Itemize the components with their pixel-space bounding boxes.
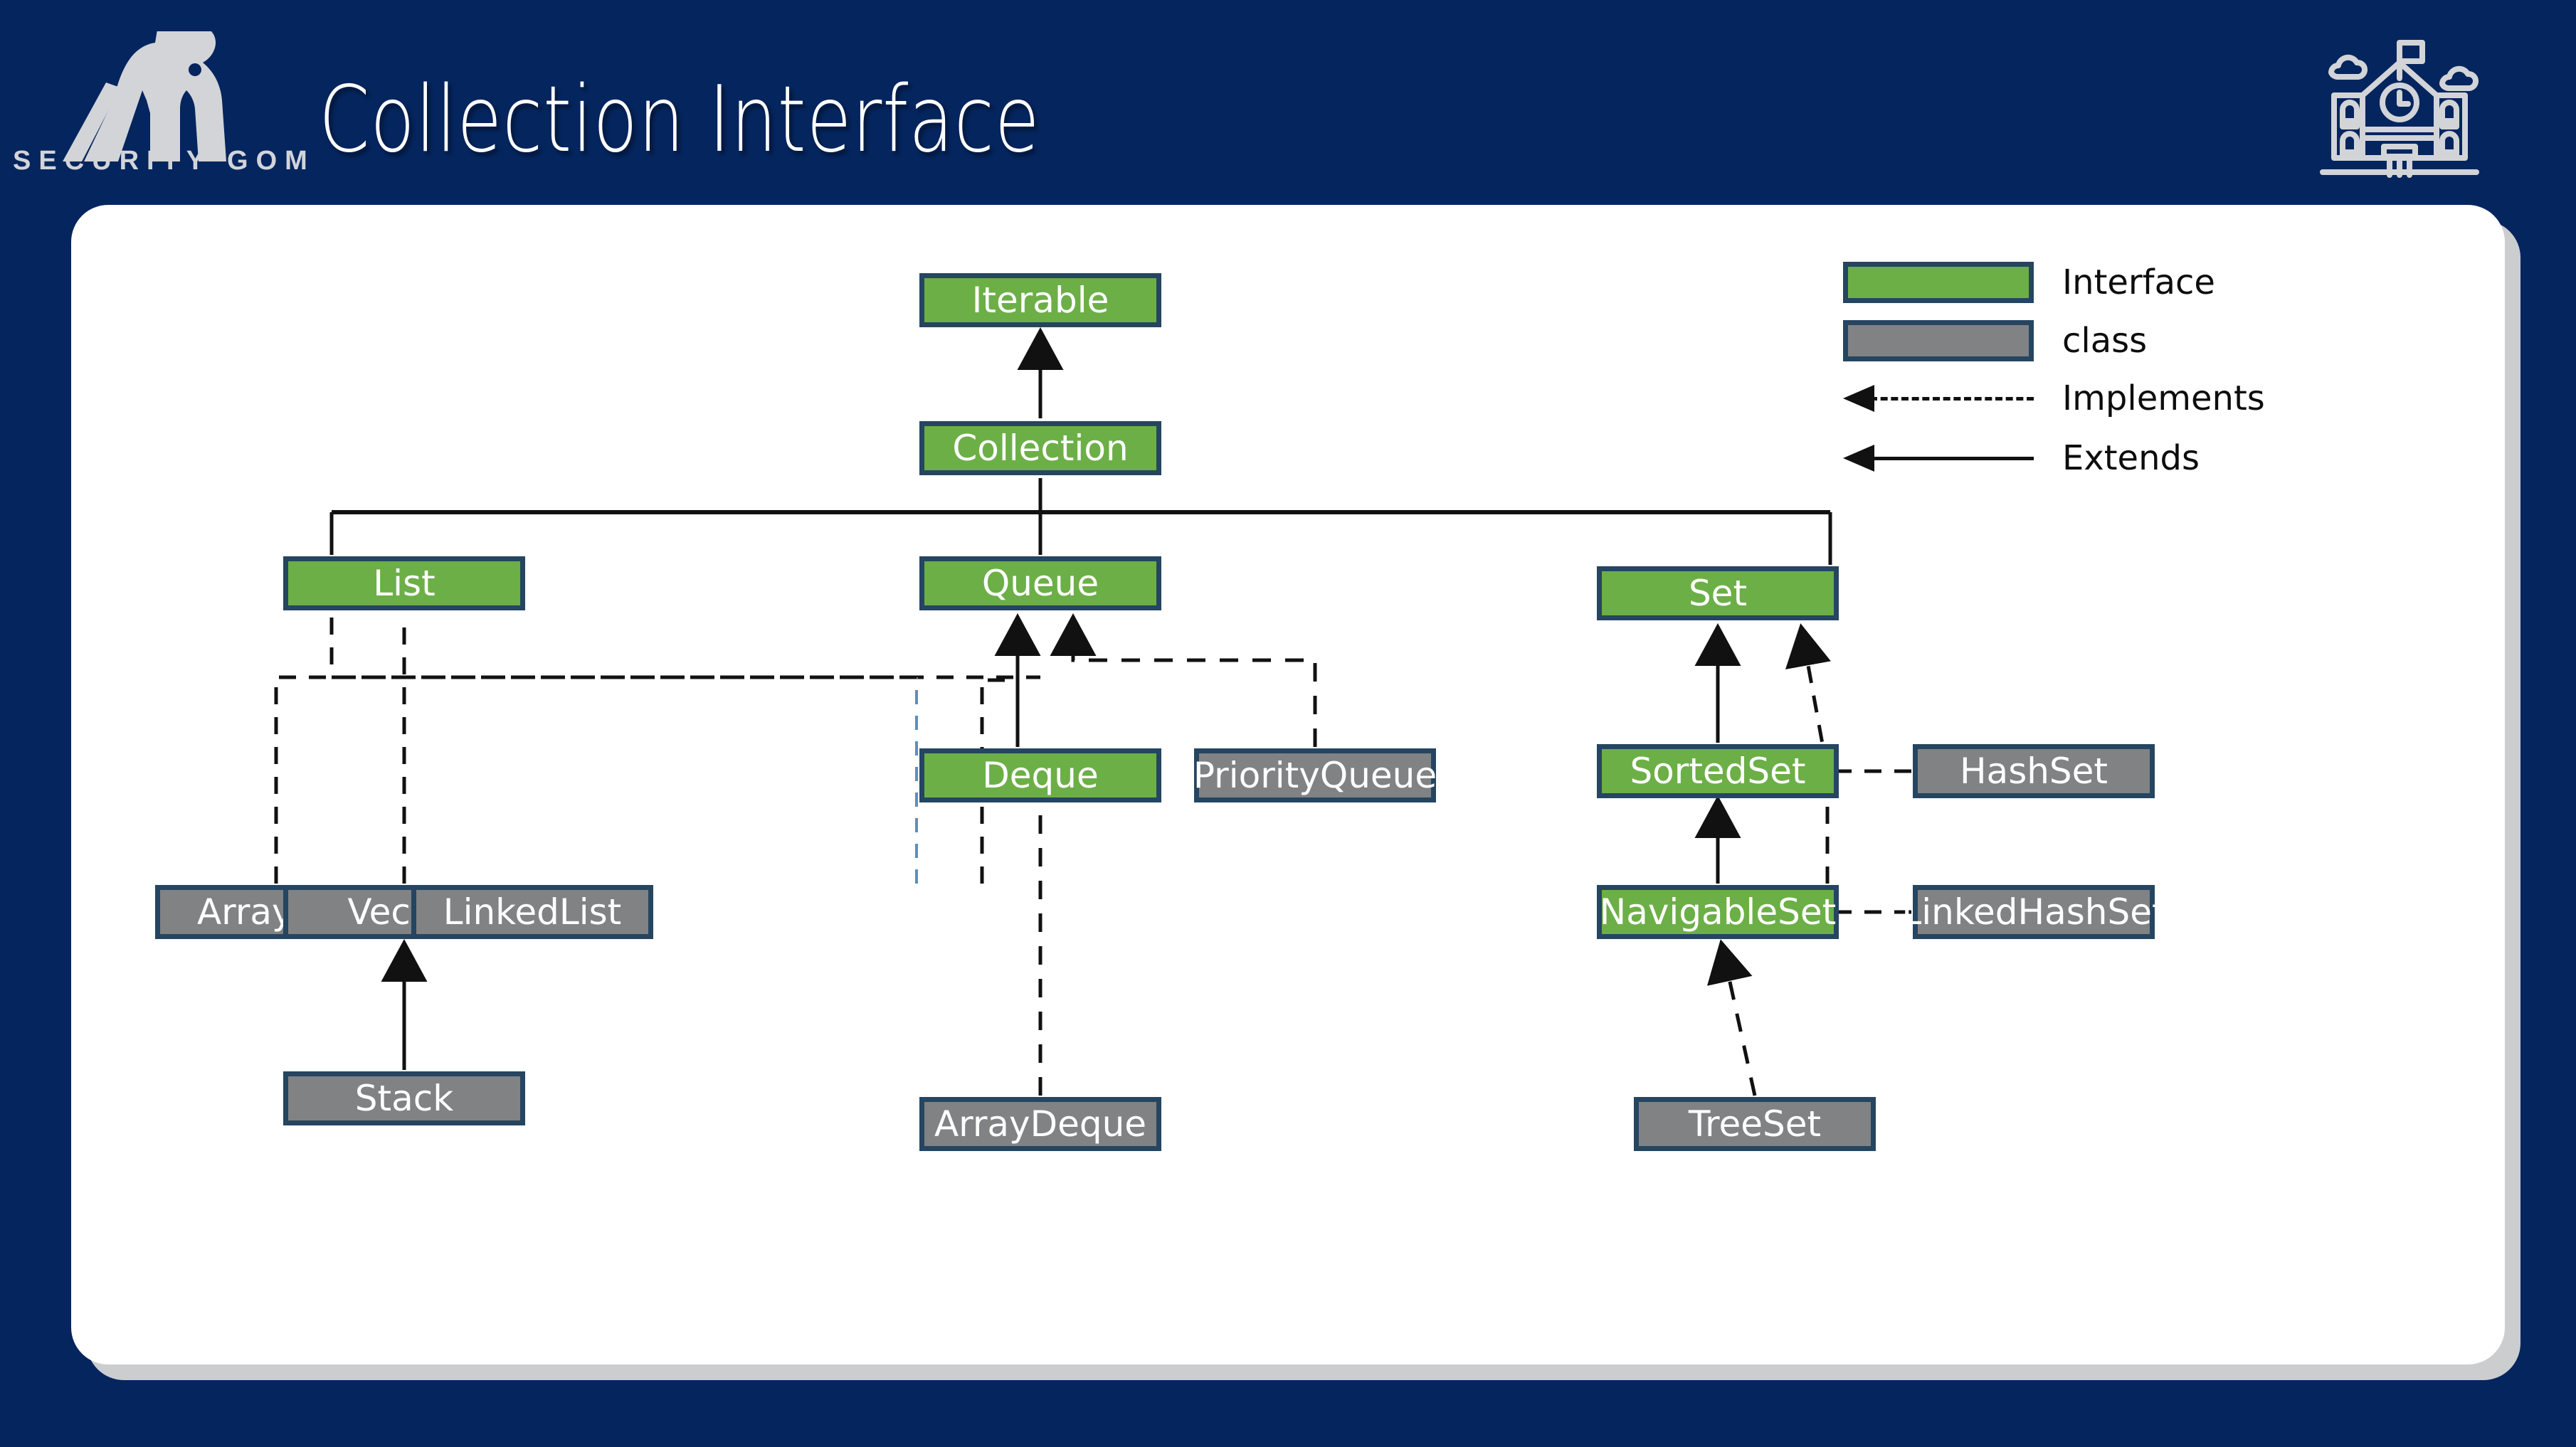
legend-swatch-class xyxy=(1843,320,2034,361)
node-label: LinkedList xyxy=(443,891,622,933)
legend-item-extends: Extends xyxy=(1843,438,2200,478)
node-iterable[interactable]: Iterable xyxy=(919,273,1161,327)
legend-label: Interface xyxy=(2062,263,2215,302)
node-set[interactable]: Set xyxy=(1597,566,1839,620)
node-stack[interactable]: Stack xyxy=(283,1071,525,1125)
node-hashset[interactable]: HashSet xyxy=(1913,744,2155,798)
node-priorityqueue[interactable]: PriorityQueue xyxy=(1193,748,1437,802)
node-label: NavigableSet xyxy=(1599,891,1837,933)
node-treeset[interactable]: TreeSet xyxy=(1634,1097,1876,1151)
node-label: ArrayDeque xyxy=(934,1103,1147,1145)
node-linkedhashset[interactable]: LinkedHashSet xyxy=(1901,885,2166,939)
node-label: Iterable xyxy=(971,280,1109,321)
node-arraydeque[interactable]: ArrayDeque xyxy=(919,1097,1161,1151)
diagram-card: Iterable Collection List Queue Set Deque… xyxy=(71,205,2505,1364)
panther-logo-icon xyxy=(16,31,250,181)
node-label: List xyxy=(373,563,436,604)
legend-label: class xyxy=(2062,321,2148,361)
node-label: Queue xyxy=(981,563,1099,604)
legend-swatch-interface xyxy=(1843,262,2034,303)
node-list[interactable]: List xyxy=(283,556,525,610)
node-label: HashSet xyxy=(1959,751,2108,792)
node-label: LinkedHashSet xyxy=(1901,891,2166,933)
node-linkedlist[interactable]: LinkedList xyxy=(411,885,653,939)
legend-item-implements: Implements xyxy=(1843,378,2265,418)
node-label: TreeSet xyxy=(1688,1103,1822,1145)
legend-label: Implements xyxy=(2062,378,2265,418)
legend-item-interface: Interface xyxy=(1843,262,2215,303)
diagram-edges xyxy=(274,327,1911,1096)
node-deque[interactable]: Deque xyxy=(919,748,1161,802)
node-label: Set xyxy=(1688,573,1748,614)
node-label: Collection xyxy=(952,428,1129,469)
legend-item-class: class xyxy=(1843,320,2147,361)
legend-label: Extends xyxy=(2062,438,2200,478)
node-label: Stack xyxy=(354,1078,454,1119)
node-queue[interactable]: Queue xyxy=(919,556,1161,610)
node-label: Deque xyxy=(982,755,1099,796)
node-collection[interactable]: Collection xyxy=(919,421,1161,475)
node-label: SortedSet xyxy=(1630,751,1806,792)
school-building-icon xyxy=(2314,36,2485,178)
page-title: Collection Interface xyxy=(319,67,1040,173)
brand-wordmark: SECURITY GOM xyxy=(13,146,315,176)
node-label: PriorityQueue xyxy=(1193,755,1437,796)
node-navigableset[interactable]: NavigableSet xyxy=(1597,885,1839,939)
legend: Interface class Implements Extends xyxy=(1843,262,2384,489)
node-sortedset[interactable]: SortedSet xyxy=(1597,744,1839,798)
